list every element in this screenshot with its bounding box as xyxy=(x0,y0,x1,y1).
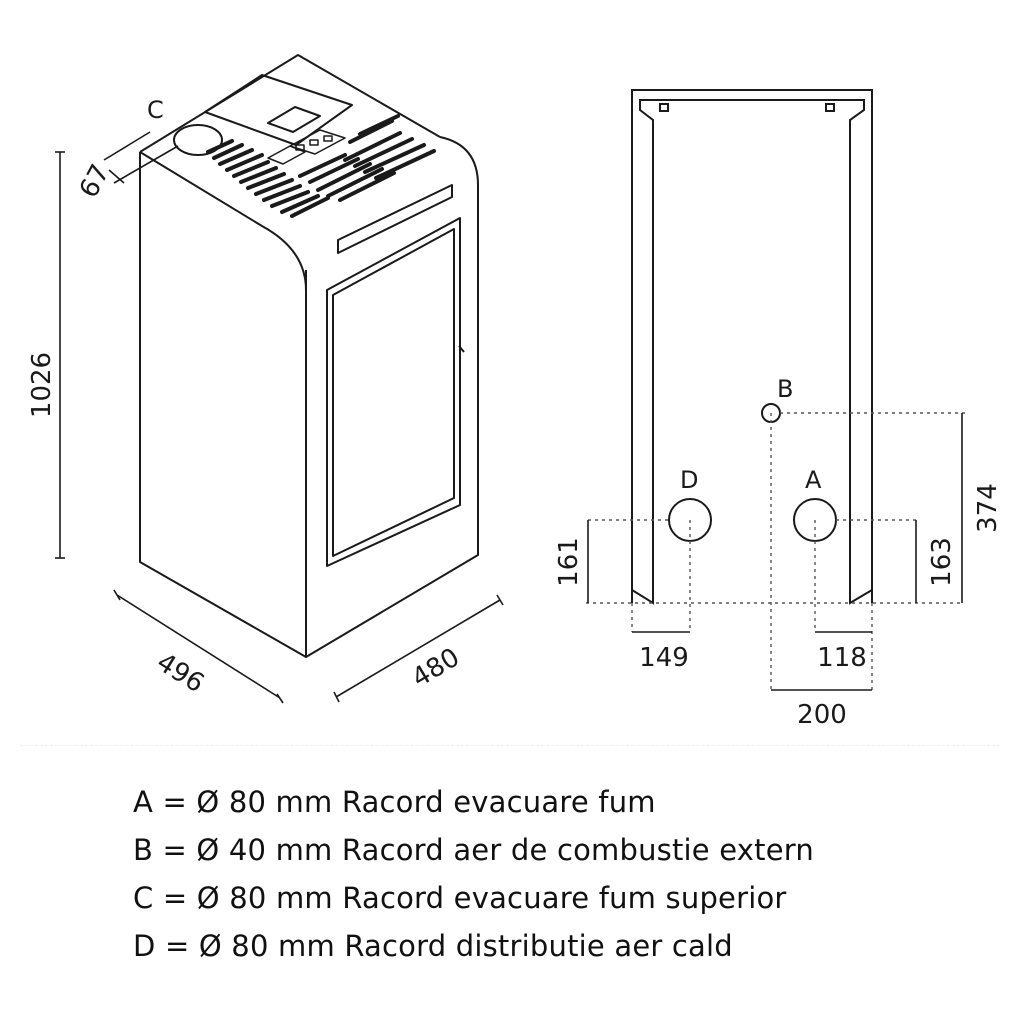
label-b: B xyxy=(777,375,793,403)
dim-b-height-374: 374 xyxy=(973,483,1003,533)
door-hinges xyxy=(332,265,465,510)
dim-d-offset-149: 149 xyxy=(639,643,689,673)
display-window xyxy=(267,106,321,133)
dim-b-offset-200: 200 xyxy=(797,700,847,730)
legend-item-a: A = Ø 80 mm Racord evacuare fum xyxy=(133,785,656,819)
front-vent-slot xyxy=(337,184,453,254)
legend-item-b: B = Ø 40 mm Racord aer de combustie exte… xyxy=(133,833,814,867)
top-grille xyxy=(206,114,436,218)
flue-outlet-c xyxy=(173,124,223,156)
rear-dimension-measure-lines xyxy=(587,413,963,691)
control-buttons xyxy=(267,129,346,165)
door-glass xyxy=(332,228,455,557)
stove-rounded-edge xyxy=(139,151,307,291)
stove-top-panel xyxy=(139,54,441,153)
rear-frame-outer xyxy=(631,89,873,603)
stove-technical-drawing: C 1026 67 496 480 D A B 161 163 374 149 xyxy=(27,54,1003,730)
rear-top-slot-left xyxy=(659,103,669,112)
dim-c-offset-67: 67 xyxy=(74,160,116,203)
legend-item-d: D = Ø 80 mm Racord distributie aer cald xyxy=(133,929,733,963)
label-a: A xyxy=(805,466,822,494)
dim-d-height-161: 161 xyxy=(554,537,584,587)
stove-front-panel xyxy=(305,136,479,658)
label-d: D xyxy=(680,466,698,494)
door-frame xyxy=(326,217,461,567)
dim-height-1026: 1026 xyxy=(27,352,57,418)
separator xyxy=(20,745,1000,746)
rear-top-slot-right xyxy=(825,103,835,112)
stove-perspective-view xyxy=(139,54,479,658)
control-panel xyxy=(204,74,353,146)
label-c: C xyxy=(147,96,164,124)
dim-a-offset-118: 118 xyxy=(817,643,867,673)
rear-frame-inner xyxy=(639,99,865,593)
legend: A = Ø 80 mm Racord evacuare fum B = Ø 40… xyxy=(133,778,814,970)
dim-a-height-163: 163 xyxy=(927,537,957,587)
stove-side-panel xyxy=(139,152,307,658)
rear-dimension-lines xyxy=(586,412,965,690)
dim-depth-496: 496 xyxy=(151,647,209,699)
stove-rear-view xyxy=(631,89,873,605)
perspective-dimension-lines xyxy=(55,131,504,704)
legend-item-c: C = Ø 80 mm Racord evacuare fum superior xyxy=(133,881,787,915)
